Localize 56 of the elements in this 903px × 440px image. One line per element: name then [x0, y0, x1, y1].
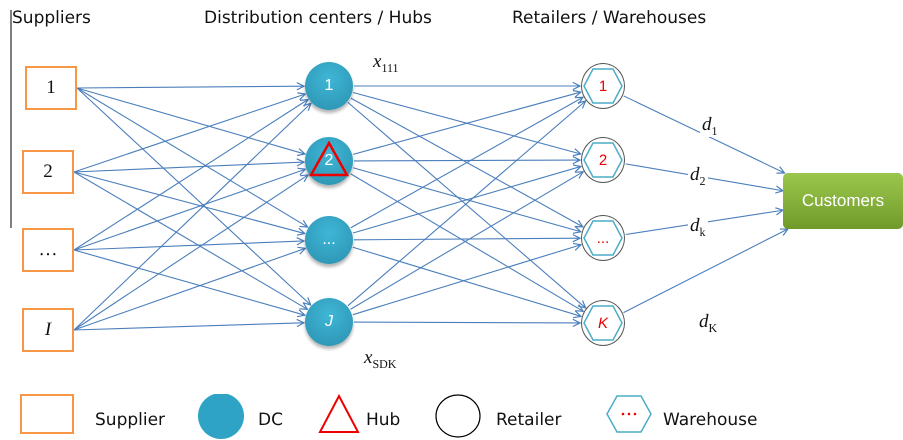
arrow	[74, 171, 306, 236]
supplier-box	[22, 150, 74, 194]
arrow	[76, 88, 308, 228]
arrow	[74, 318, 305, 331]
arrow	[626, 207, 784, 236]
legend-label: Hub	[366, 410, 400, 430]
arrow	[623, 228, 788, 314]
node-label: J	[325, 313, 333, 331]
arrow	[354, 318, 581, 328]
column-heading: Retailers / Warehouses	[512, 8, 706, 28]
arrow	[76, 88, 312, 306]
arrow	[354, 234, 581, 242]
arrow	[74, 246, 306, 331]
column-heading: Distribution centers / Hubs	[204, 8, 432, 28]
legend-label: Warehouse	[663, 410, 758, 430]
node-label: Customers	[802, 191, 884, 211]
arrow	[74, 98, 309, 250]
legend-label: Retailer	[496, 410, 562, 430]
edge-label: d$_{1}$	[700, 115, 720, 137]
supplier-box	[25, 66, 77, 110]
dc-circle	[305, 216, 353, 264]
node-label: 2	[324, 152, 334, 170]
node-label: I	[44, 319, 52, 341]
arrow	[74, 158, 305, 173]
supplier-box	[22, 308, 74, 352]
arrow	[626, 163, 784, 194]
arrow	[74, 237, 305, 251]
customer-box	[783, 173, 903, 229]
legend-label: DC	[258, 410, 283, 430]
arrow	[74, 168, 306, 251]
node-label: ...	[596, 230, 610, 246]
arrow	[77, 82, 305, 90]
arrow	[74, 102, 312, 330]
node-label: 2	[598, 152, 608, 168]
dc-circle	[305, 298, 353, 346]
arrow	[624, 95, 786, 174]
arrow	[76, 87, 306, 156]
edge-label: d$_{K}$	[697, 312, 720, 334]
column-heading: Suppliers	[12, 8, 91, 28]
dc-circle	[305, 62, 353, 110]
arrow	[74, 249, 306, 318]
legend-label: Supplier	[95, 410, 166, 430]
node-label: 1	[598, 78, 608, 94]
node-label: K	[598, 314, 608, 332]
node-label: 2	[43, 161, 53, 183]
hub-circle	[305, 137, 353, 185]
node-label: 1	[324, 77, 334, 95]
node-label: …	[38, 239, 58, 261]
edge-label: d$_{2}$	[688, 165, 708, 187]
node-label: ...	[322, 231, 336, 249]
arrow	[354, 156, 581, 164]
supplier-box	[22, 228, 74, 272]
node-label: 1	[46, 77, 56, 99]
arrow	[74, 92, 306, 173]
edge-label: d$_{k}$	[688, 216, 708, 238]
arrow	[354, 82, 581, 90]
